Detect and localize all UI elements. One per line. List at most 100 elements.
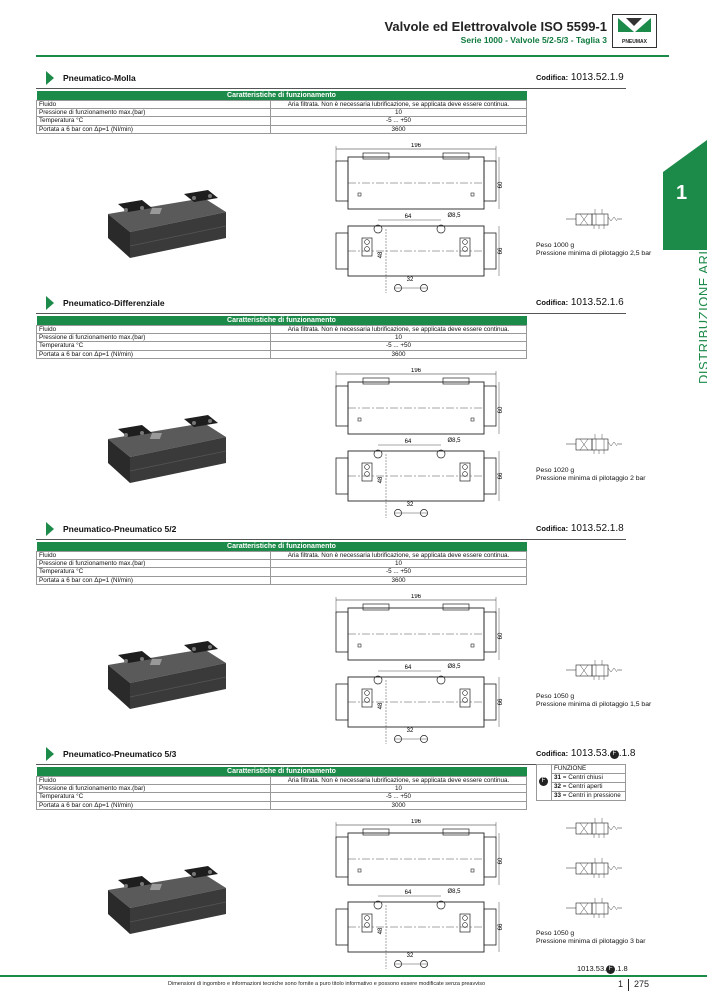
spec-value: 3600: [270, 124, 527, 135]
function-badge: F: [609, 750, 619, 759]
spec-row: Fluido Aria filtrata. Non è necessaria l…: [36, 324, 527, 334]
spec-label: Portata a 6 bar con Δp=1 (Nl/min): [36, 575, 271, 586]
svg-text:Ø8,5: Ø8,5: [447, 664, 461, 670]
weight-info: Peso 1050 g Pressione minima di pilotagg…: [536, 930, 646, 947]
spec-value: -5 ... +50: [270, 567, 527, 577]
section-title: Pneumatico-Molla: [63, 73, 136, 83]
chapter-label: DISTRIBUZIONE ARIA: [696, 241, 707, 384]
spec-label: Fluido: [36, 324, 271, 334]
spec-value: Aria filtrata. Non è necessaria lubrific…: [270, 550, 527, 560]
spec-value: -5 ... +50: [270, 116, 527, 126]
svg-text:60: 60: [498, 857, 504, 864]
spec-label: Pressione di funzionamento max.(bar): [36, 332, 271, 343]
svg-text:60: 60: [498, 632, 504, 639]
svg-text:64: 64: [405, 439, 412, 445]
spec-value: 3000: [270, 800, 527, 811]
spec-row: Pressione di funzionamento max.(bar) 10: [36, 107, 527, 118]
spec-row: Temperatura °C -5 ... +50: [36, 341, 527, 351]
section-rule: [36, 313, 626, 314]
product-section: Pneumatico-Differenziale Codifica: 1013.…: [36, 295, 656, 523]
footer-rule: [0, 975, 707, 977]
function-header: FUNZIONE: [552, 765, 626, 774]
section-title: Pneumatico-Pneumatico 5/3: [63, 749, 177, 759]
spec-row: Pressione di funzionamento max.(bar) 10: [36, 332, 527, 343]
valve-symbol: [566, 209, 622, 229]
spec-value: 3600: [270, 349, 527, 360]
dimension-drawing: 196 60 64 Ø8,5 48 32 66: [335, 368, 504, 518]
svg-text:196: 196: [411, 594, 422, 600]
svg-text:PNEUMAX: PNEUMAX: [622, 39, 648, 45]
spec-table-header: Caratteristiche di funzionamento: [36, 542, 527, 551]
spec-value: Aria filtrata. Non è necessaria lubrific…: [270, 324, 527, 334]
spec-table-header: Caratteristiche di funzionamento: [36, 91, 527, 100]
svg-text:Ø8,5: Ø8,5: [447, 438, 461, 444]
valve-photo: [108, 190, 227, 258]
svg-text:66: 66: [498, 698, 504, 705]
valve-symbol: [566, 898, 622, 918]
svg-text:Ø8,5: Ø8,5: [447, 213, 461, 219]
svg-text:32: 32: [407, 728, 414, 734]
product-code-suffix: .1.8: [618, 748, 636, 759]
svg-text:Ø8,5: Ø8,5: [447, 889, 461, 895]
svg-text:60: 60: [498, 406, 504, 413]
valve-photo: [108, 415, 227, 483]
weight: Peso 1050 g: [536, 930, 575, 937]
dimension-drawing: 196 60 64 Ø8,5 48 32 66: [335, 594, 504, 744]
valve-symbol: [566, 660, 622, 680]
section-arrow-icon: [46, 296, 54, 310]
header-rule: [36, 55, 669, 57]
spec-label: Temperatura °C: [36, 116, 271, 126]
valve-symbol: [566, 434, 622, 454]
spec-row: Pressione di funzionamento max.(bar) 10: [36, 558, 527, 569]
spec-value: 10: [270, 107, 527, 118]
valve-symbol: [566, 858, 622, 878]
function-badge: F: [539, 777, 548, 786]
min-pressure: Pressione minima di pilotaggio 2,5 bar: [536, 250, 652, 258]
spec-table-header: Caratteristiche di funzionamento: [36, 767, 527, 776]
product-code-prefix: 1013.53.: [570, 748, 610, 759]
valve-photo: [108, 641, 227, 709]
spec-row: Fluido Aria filtrata. Non è necessaria l…: [36, 550, 527, 560]
product-section: Pneumatico-Pneumatico 5/3 Codifica: 1013…: [36, 746, 656, 974]
product-code: 1013.52.1.9: [570, 72, 624, 83]
spec-label: Pressione di funzionamento max.(bar): [36, 558, 271, 569]
section-title: Pneumatico-Differenziale: [63, 298, 165, 308]
section-arrow-icon: [46, 747, 54, 761]
spec-row: Fluido Aria filtrata. Non è necessaria l…: [36, 775, 527, 785]
product-code: 1013.52.1.6: [570, 297, 624, 308]
min-pressure: Pressione minima di pilotaggio 2 bar: [536, 475, 646, 483]
spec-row: Temperatura °C -5 ... +50: [36, 567, 527, 577]
svg-text:196: 196: [411, 819, 422, 825]
spec-label: Temperatura °C: [36, 792, 271, 802]
svg-text:66: 66: [498, 923, 504, 930]
spec-value: -5 ... +50: [270, 341, 527, 351]
spec-value: Aria filtrata. Non è necessaria lubrific…: [270, 99, 527, 109]
spec-label: Fluido: [36, 775, 271, 785]
function-option: 33 = Centri in pressione: [552, 792, 626, 801]
weight: Peso 1050 g: [536, 693, 575, 700]
min-pressure: Pressione minima di pilotaggio 3 bar: [536, 938, 646, 946]
section-arrow-icon: [46, 71, 54, 85]
spec-row: Temperatura °C -5 ... +50: [36, 792, 527, 802]
function-option: 31 = Centri chiusi: [552, 774, 626, 783]
spec-table: Caratteristiche di funzionamento Fluido …: [36, 767, 527, 811]
spec-label: Pressione di funzionamento max.(bar): [36, 107, 271, 118]
spec-row: Portata a 6 bar con Δp=1 (Nl/min) 3600: [36, 349, 527, 360]
valve-symbol: [566, 818, 622, 838]
svg-text:32: 32: [407, 277, 414, 283]
section-rule: [36, 764, 626, 765]
spec-value: -5 ... +50: [270, 792, 527, 802]
section-rule: [36, 88, 626, 89]
svg-text:196: 196: [411, 368, 422, 374]
footer-note: Dimensioni di ingombro e informazioni te…: [168, 981, 486, 987]
spec-value: Aria filtrata. Non è necessaria lubrific…: [270, 775, 527, 785]
bottom-code: 1013.53.F.1.8: [577, 964, 628, 974]
svg-text:48: 48: [378, 702, 384, 709]
spec-label: Portata a 6 bar con Δp=1 (Nl/min): [36, 349, 271, 360]
pneumax-logo: PNEUMAX: [612, 14, 657, 48]
spec-row: Fluido Aria filtrata. Non è necessaria l…: [36, 99, 527, 109]
spec-row: Portata a 6 bar con Δp=1 (Nl/min) 3600: [36, 124, 527, 135]
spec-label: Temperatura °C: [36, 341, 271, 351]
min-pressure: Pressione minima di pilotaggio 1,5 bar: [536, 701, 652, 709]
svg-text:60: 60: [498, 181, 504, 188]
